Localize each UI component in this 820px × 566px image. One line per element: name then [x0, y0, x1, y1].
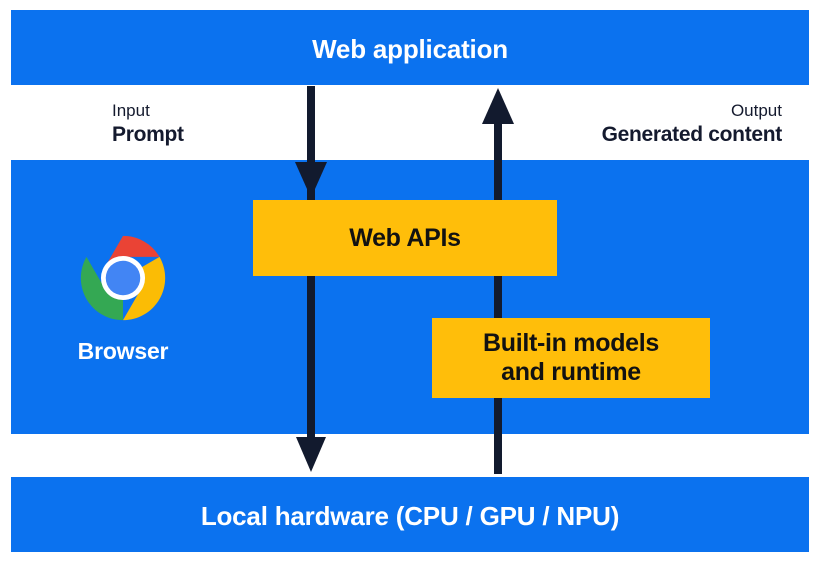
output-label-group: Output Generated content: [601, 100, 783, 149]
output-value-label: Generated content: [601, 122, 783, 146]
arrow-up-icon: [482, 88, 514, 474]
band-local-hardware-label: Local hardware (CPU / GPU / NPU): [200, 501, 620, 531]
output-kind-label: Output: [730, 101, 782, 120]
box-web-apis-label: Web APIs: [349, 223, 461, 252]
band-web-application-label: Web application: [312, 34, 508, 64]
arrow-down-icon: [295, 86, 327, 472]
input-value-label: Prompt: [112, 122, 184, 146]
input-kind-label: Input: [112, 101, 150, 120]
box-web-apis: Web APIs: [253, 200, 557, 276]
band-web-application: Web application: [11, 10, 809, 85]
band-browser-label: Browser: [77, 338, 169, 364]
box-builtin-models-line1: Built-in models: [482, 328, 660, 357]
box-builtin-models: Built-in models and runtime: [432, 318, 710, 398]
box-builtin-models-text: Built-in models and runtime: [483, 329, 659, 388]
input-label-group: Input Prompt: [112, 100, 184, 149]
box-builtin-models-line2: and runtime: [501, 358, 641, 386]
browser-block: Browser: [52, 232, 194, 365]
band-local-hardware: Local hardware (CPU / GPU / NPU): [11, 477, 809, 552]
chrome-logo-icon: [80, 235, 166, 321]
